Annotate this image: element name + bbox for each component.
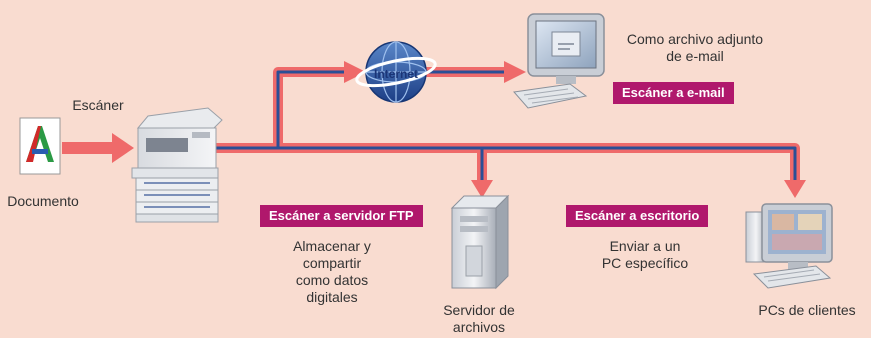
internet-label: Internet <box>373 67 418 81</box>
arrowhead-email-pc <box>504 61 526 83</box>
arrowhead-server <box>471 180 493 198</box>
file-server-icon <box>450 194 510 290</box>
desktop-description-line-1: Enviar a un <box>609 238 681 254</box>
client-pcs-icon <box>745 203 833 289</box>
scan-to-ftp-badge: Escáner a servidor FTP <box>260 205 423 227</box>
document-label: Documento <box>7 193 79 209</box>
ftp-description-line-3: como datos <box>295 272 369 288</box>
arrowhead-internet <box>344 61 366 83</box>
email-description-line-1: Como archivo adjunto <box>626 31 764 47</box>
scanner-label: Escáner <box>72 97 124 113</box>
ftp-description-line-4: digitales <box>306 289 358 305</box>
network-lines <box>215 67 800 182</box>
ftp-description-line-1: Almacenar y <box>293 238 371 254</box>
email-pc-icon <box>513 13 605 109</box>
desktop-description: Enviar a un PC específico <box>580 238 710 272</box>
globe-icon <box>355 41 437 103</box>
email-description-line-2: de e-mail <box>666 48 724 64</box>
arrowhead-client-pc <box>784 180 806 198</box>
ftp-description-line-2: compartir <box>302 255 362 271</box>
file-server-label: Servidor de archivos <box>424 302 534 336</box>
arrowheads <box>344 61 806 198</box>
client-pcs-label: PCs de clientes <box>758 302 856 318</box>
file-server-label-line-2: archivos <box>452 319 506 335</box>
document-arrow <box>62 133 134 163</box>
email-description: Como archivo adjunto de e-mail <box>600 31 790 65</box>
ftp-description: Almacenar y compartir como datos digital… <box>272 238 392 306</box>
desktop-description-line-2: PC específico <box>601 255 689 271</box>
scanner-copier-icon <box>131 107 223 223</box>
document-icon <box>19 117 61 175</box>
scan-to-desktop-badge: Escáner a escritorio <box>566 205 709 227</box>
scan-to-email-badge: Escáner a e-mail <box>613 82 734 104</box>
file-server-label-line-1: Servidor de <box>443 302 515 318</box>
